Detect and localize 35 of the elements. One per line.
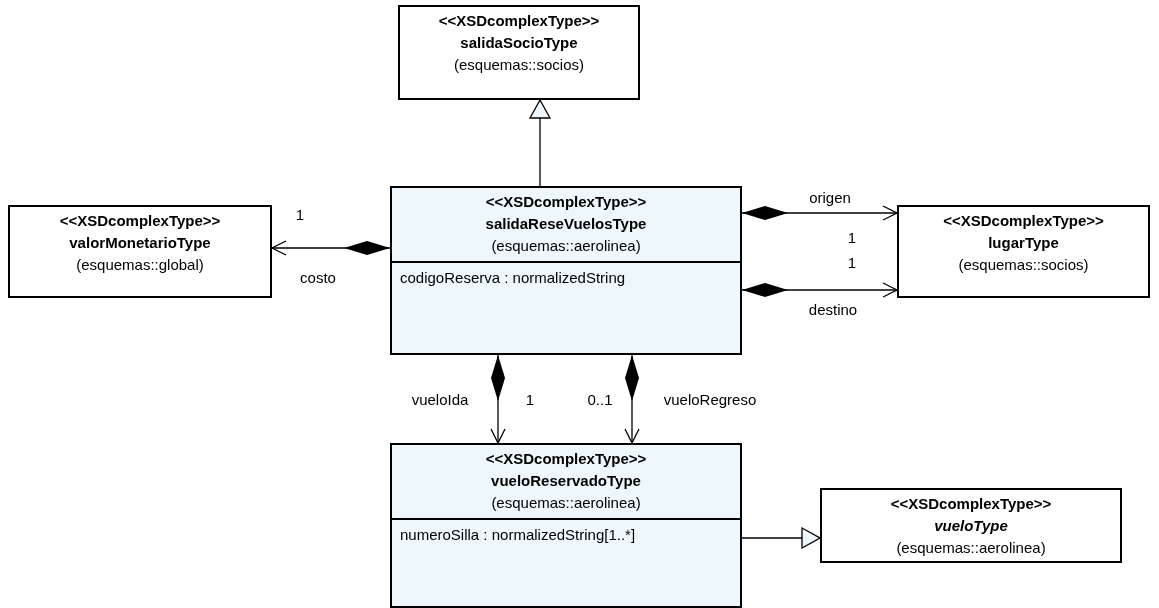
composition-arrow: [271, 240, 391, 256]
attribute-text: numeroSilla : normalizedString[1..*]: [400, 525, 637, 545]
stereotype-text: <<XSDcomplexType>>: [59, 211, 221, 231]
stereotype-text: <<XSDcomplexType>>: [438, 11, 600, 31]
package-text: (esquemas::aerolinea): [896, 538, 1046, 558]
class-name: vueloType: [934, 516, 1008, 536]
class-name: salidaSocioType: [460, 33, 578, 53]
package-text: (esquemas::socios): [453, 55, 585, 75]
stereotype-text: <<XSDcomplexType>>: [890, 494, 1052, 514]
package-text: (esquemas::aerolinea): [491, 493, 641, 513]
class-name: vueloReservadoType: [491, 471, 641, 491]
package-text: (esquemas::global): [76, 255, 204, 275]
generalization-arrow: [529, 99, 551, 187]
class-box: [8, 205, 272, 298]
composition-arrow: [741, 205, 898, 221]
stereotype-text: <<XSDcomplexType>>: [943, 211, 1104, 231]
stereotype-text: <<XSDcomplexType>>: [485, 449, 647, 469]
package-text: (esquemas::aerolinea): [491, 236, 641, 256]
generalization-arrow: [741, 527, 821, 549]
package-text: (esquemas::socios): [958, 255, 1089, 275]
class-name: lugarType: [988, 233, 1059, 253]
composition-arrow: [624, 354, 640, 444]
composition-arrow: [741, 282, 898, 298]
edge-label: origen: [807, 189, 853, 207]
class-box: [390, 186, 742, 355]
class-box: [897, 205, 1150, 298]
class-name: valorMonetarioType: [69, 233, 211, 253]
composition-arrow: [490, 354, 506, 444]
stereotype-text: <<XSDcomplexType>>: [485, 192, 647, 212]
attribute-text: codigoReserva : normalizedString: [400, 268, 627, 288]
edge-label: vueloRegreso: [661, 391, 759, 409]
class-box: [390, 443, 742, 608]
class-box: [398, 5, 640, 100]
class-name: salidaReseVuelosType: [485, 214, 647, 234]
class-box: [820, 488, 1122, 563]
